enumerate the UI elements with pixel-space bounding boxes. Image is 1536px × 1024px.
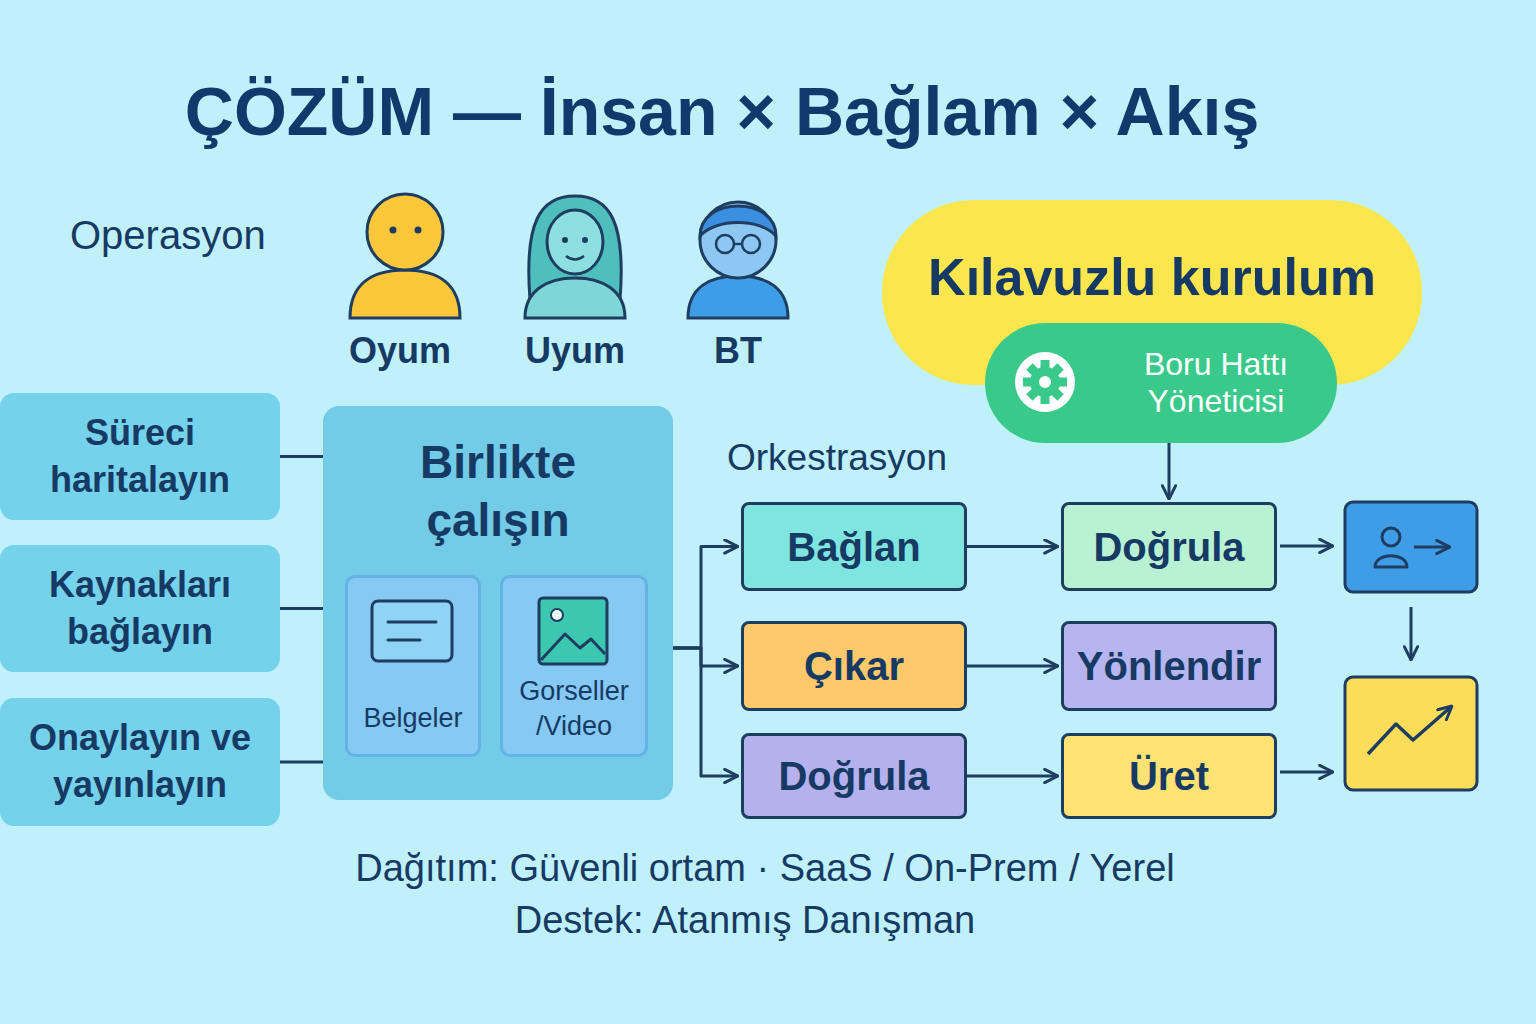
process-box: Bağlan [741, 502, 967, 591]
document-frame [372, 601, 452, 661]
glasses-lens [742, 235, 760, 253]
box-text: Gorseller /Video [509, 674, 639, 744]
connector [280, 761, 323, 764]
person-head [367, 194, 443, 270]
box-text: Kılavuzlu kurulum [928, 246, 1376, 308]
person-hair [700, 206, 776, 236]
growth-line [1368, 706, 1452, 754]
person-icon [350, 194, 460, 318]
connector [967, 545, 1058, 548]
image-icon [539, 598, 607, 664]
gear-icon [1015, 352, 1075, 412]
step-box: Onaylayın ve yayınlayın [0, 698, 280, 826]
image-frame [539, 598, 607, 664]
workspace-panel: Belgeler Gorseller /Video Birlikte çalışın [323, 406, 673, 800]
box-text: Süreci haritalayın [15, 410, 265, 504]
image-mountain [541, 634, 605, 660]
gear-hole [1039, 376, 1051, 388]
gear-tooth [1026, 387, 1039, 400]
process-box: Çıkar [741, 621, 967, 711]
person-head [700, 202, 776, 278]
person-body [350, 270, 460, 318]
box-text: Belgeler [363, 701, 462, 736]
person-eye [390, 227, 397, 234]
step-box: Süreci haritalayın [0, 393, 280, 520]
flow-arrow [1280, 771, 1333, 774]
content-card: Gorseller /Video [500, 575, 648, 757]
glasses-bridge [734, 243, 742, 246]
role-label: Oyum [349, 330, 451, 372]
gear-tooth [1041, 360, 1050, 370]
manager-pill: Boru Hattı Yöneticisi [985, 323, 1337, 443]
person-head [547, 210, 603, 274]
box-text: Onaylayın ve yayınlayın [15, 715, 265, 809]
footer-note: Destek: Atanmış Danışman [515, 899, 975, 942]
person-icon [525, 196, 625, 318]
footer-note: Dağıtım: Güvenli ortam · SaaS / On-Prem … [355, 847, 1174, 890]
process-box: Üret [1061, 733, 1277, 819]
connector [673, 648, 738, 776]
connector [673, 547, 738, 649]
box-text: Doğrula [778, 752, 929, 800]
connector [967, 665, 1058, 668]
box-text: Birlikte çalışın [368, 434, 628, 549]
box-text: Çıkar [804, 642, 904, 690]
person-eye [562, 237, 568, 243]
person-body [525, 278, 625, 318]
user-box [1345, 502, 1477, 592]
box-text: Bağlan [787, 523, 920, 571]
gear-disc [1015, 352, 1075, 412]
process-box: Doğrula [1061, 502, 1277, 591]
gear-tooth [1057, 378, 1067, 387]
gear-tooth [1041, 394, 1050, 404]
person-eye [415, 227, 422, 234]
person-eye [582, 237, 588, 243]
section-label: Operasyon [70, 213, 266, 258]
flow-arrow [1410, 607, 1413, 660]
image-sun [551, 609, 563, 621]
connector [1168, 443, 1171, 499]
document-line [388, 639, 420, 642]
gear-tooth [1023, 378, 1033, 387]
step-box: Kaynakları bağlayın [0, 545, 280, 672]
box-text: Doğrula [1093, 523, 1244, 571]
glasses-lens [716, 235, 734, 253]
box-text: Yönlendir [1077, 642, 1261, 690]
role-label: Uyum [525, 330, 625, 372]
connector [280, 607, 323, 610]
process-box: Doğrula [741, 733, 967, 819]
connector [673, 648, 738, 666]
process-box: Yönlendir [1061, 621, 1277, 711]
gear-tooth [1050, 387, 1063, 400]
role-label: BT [714, 330, 762, 372]
document-icon [372, 601, 452, 661]
content-card: Belgeler [345, 575, 481, 757]
user-icon-head [1382, 528, 1400, 546]
setup-pill: Boru Hattı YöneticisiKılavuzlu kurulum [882, 200, 1422, 385]
section-label: Orkestrasyon [727, 437, 947, 479]
document-line [388, 621, 436, 624]
flow-arrow [1280, 545, 1333, 548]
person-mouth [566, 256, 584, 260]
growth-box [1345, 677, 1477, 790]
person-icon [688, 202, 788, 318]
connector [280, 455, 323, 458]
gear-tooth [1026, 363, 1039, 376]
user-icon-arrow [1414, 546, 1450, 549]
box-text: Boru Hattı Yöneticisi [1116, 346, 1316, 420]
user-icon-body [1375, 556, 1407, 567]
gear-body [1030, 367, 1060, 397]
box-text: Üret [1129, 752, 1209, 800]
title: ÇÖZÜM — İnsan × Bağlam × Akış [185, 72, 1259, 150]
gear-tooth [1050, 363, 1063, 376]
person-body [688, 276, 788, 318]
box-text: Kaynakları bağlayın [15, 562, 265, 656]
connector [967, 775, 1058, 778]
